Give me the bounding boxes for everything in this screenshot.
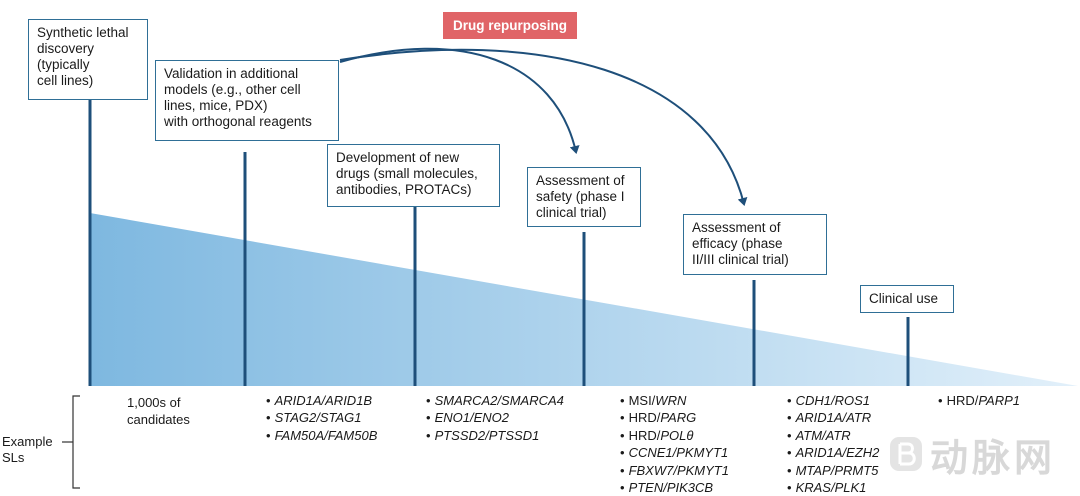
example-sl-item: •HRD/PARP1 bbox=[938, 392, 1020, 409]
examples-column-drug-development: •SMARCA2/SMARCA4•ENO1/ENO2•PTSSD2/PTSSD1 bbox=[426, 392, 564, 444]
bullet-icon: • bbox=[787, 427, 792, 443]
example-sl-gene: SMARCA2/SMARCA4 bbox=[434, 393, 564, 408]
example-sl-gene: PARG bbox=[660, 410, 697, 426]
example-sl-gene: PTEN/PIK3CB bbox=[628, 480, 714, 496]
example-sl-gene: ARID1A/ARID1B bbox=[274, 393, 373, 408]
candidates-count-label: 1,000s of candidates bbox=[127, 395, 190, 427]
bullet-icon: • bbox=[266, 427, 271, 443]
drug-repurposing-badge: Drug repurposing bbox=[443, 12, 577, 39]
bullet-icon: • bbox=[620, 410, 625, 426]
stage-box-clinical-use: Clinical use bbox=[860, 285, 954, 313]
b-logo-icon bbox=[890, 437, 922, 471]
bullet-icon: • bbox=[620, 462, 625, 478]
bullet-icon: • bbox=[787, 480, 792, 496]
examples-column-validation: •ARID1A/ARID1B•STAG2/STAG1•FAM50A/FAM50B bbox=[266, 392, 377, 444]
example-sl-gene: WRN bbox=[655, 393, 687, 408]
stage-box-drug-development: Development of new drugs (small molecule… bbox=[327, 144, 500, 207]
bullet-icon: • bbox=[266, 410, 271, 426]
example-sl-item: •HRD/PARG bbox=[620, 409, 729, 426]
bullet-icon: • bbox=[787, 445, 792, 461]
example-sl-gene: POLθ bbox=[660, 427, 694, 443]
example-sl-prefix: HRD/ bbox=[946, 393, 979, 408]
example-sls-label: Example SLs bbox=[2, 434, 53, 465]
stage-box-synthetic-lethal-discovery: Synthetic lethal discovery (typically ce… bbox=[28, 19, 148, 100]
examples-column-clinical-use: •HRD/PARP1 bbox=[938, 392, 1020, 409]
watermark: 动脉网 bbox=[888, 429, 1057, 480]
example-sl-prefix: HRD/ bbox=[628, 410, 661, 426]
example-sl-item: •HRD/POLθ bbox=[620, 427, 729, 444]
bullet-icon: • bbox=[266, 393, 271, 408]
example-sl-gene: ARID1A/EZH2 bbox=[795, 445, 880, 461]
example-sl-item: •FAM50A/FAM50B bbox=[266, 427, 377, 444]
example-sl-prefix: MSI/ bbox=[628, 393, 656, 408]
repurposing-arrow-to-safety bbox=[339, 47, 580, 154]
example-sl-item: •STAG2/STAG1 bbox=[266, 409, 377, 426]
example-sl-item: •ARID1A/ARID1B bbox=[266, 392, 377, 409]
examples-column-efficacy: •CDH1/ROS1•ARID1A/ATR•ATM/ATR•ARID1A/EZH… bbox=[787, 392, 879, 496]
stage-box-efficacy-assessment: Assessment of efficacy (phase II/III cli… bbox=[683, 214, 827, 275]
example-sl-gene: MTAP/PRMT5 bbox=[795, 462, 879, 478]
example-sl-gene: PARP1 bbox=[978, 393, 1021, 408]
example-sl-prefix: HRD/ bbox=[628, 427, 661, 443]
bullet-icon: • bbox=[938, 393, 943, 408]
example-sl-item: •ARID1A/ATR bbox=[787, 409, 879, 426]
example-sl-gene: ATM/ATR bbox=[795, 427, 851, 443]
example-sl-item: •MSI/WRN bbox=[620, 392, 729, 409]
example-sl-item: •ATM/ATR bbox=[787, 427, 879, 444]
bullet-icon: • bbox=[620, 480, 625, 496]
bullet-icon: • bbox=[620, 393, 625, 408]
example-sl-item: •PTSSD2/PTSSD1 bbox=[426, 427, 564, 444]
example-sl-gene: FBXW7/PKMYT1 bbox=[628, 462, 729, 478]
bullet-icon: • bbox=[787, 462, 792, 478]
example-sl-item: •SMARCA2/SMARCA4 bbox=[426, 392, 564, 409]
examples-column-safety: •MSI/WRN•HRD/PARG•HRD/POLθ•CCNE1/PKMYT1•… bbox=[620, 392, 729, 496]
example-sl-item: •ENO1/ENO2 bbox=[426, 409, 564, 426]
example-sl-gene: STAG2/STAG1 bbox=[274, 410, 362, 426]
bullet-icon: • bbox=[620, 445, 625, 461]
stage-box-validation: Validation in additional models (e.g., o… bbox=[155, 60, 339, 141]
example-sl-gene: PTSSD2/PTSSD1 bbox=[434, 427, 540, 443]
example-sl-item: •CCNE1/PKMYT1 bbox=[620, 444, 729, 461]
watermark-text: 动脉网 bbox=[930, 437, 1057, 480]
example-sl-gene: ENO1/ENO2 bbox=[434, 410, 509, 426]
bullet-icon: • bbox=[787, 410, 792, 426]
example-sl-gene: ARID1A/ATR bbox=[795, 410, 872, 426]
stage-box-safety-assessment: Assessment of safety (phase I clinical t… bbox=[527, 167, 641, 227]
example-sl-gene: FAM50A/FAM50B bbox=[274, 427, 378, 443]
bullet-icon: • bbox=[787, 393, 792, 408]
bullet-icon: • bbox=[426, 427, 431, 443]
example-sl-item: •ARID1A/EZH2 bbox=[787, 444, 879, 461]
bullet-icon: • bbox=[426, 410, 431, 426]
bullet-icon: • bbox=[426, 393, 431, 408]
example-sl-item: •PTEN/PIK3CB bbox=[620, 479, 729, 496]
repurposing-arrow-to-efficacy bbox=[339, 48, 748, 206]
bullet-icon: • bbox=[620, 427, 625, 443]
example-sl-gene: CCNE1/PKMYT1 bbox=[628, 445, 729, 461]
example-sl-item: •KRAS/PLK1 bbox=[787, 479, 879, 496]
example-sl-item: •MTAP/PRMT5 bbox=[787, 462, 879, 479]
example-sl-item: •FBXW7/PKMYT1 bbox=[620, 462, 729, 479]
examples-bracket bbox=[72, 395, 80, 489]
example-sl-gene: CDH1/ROS1 bbox=[795, 393, 870, 408]
example-sl-gene: KRAS/PLK1 bbox=[795, 480, 867, 496]
example-sl-item: •CDH1/ROS1 bbox=[787, 392, 879, 409]
